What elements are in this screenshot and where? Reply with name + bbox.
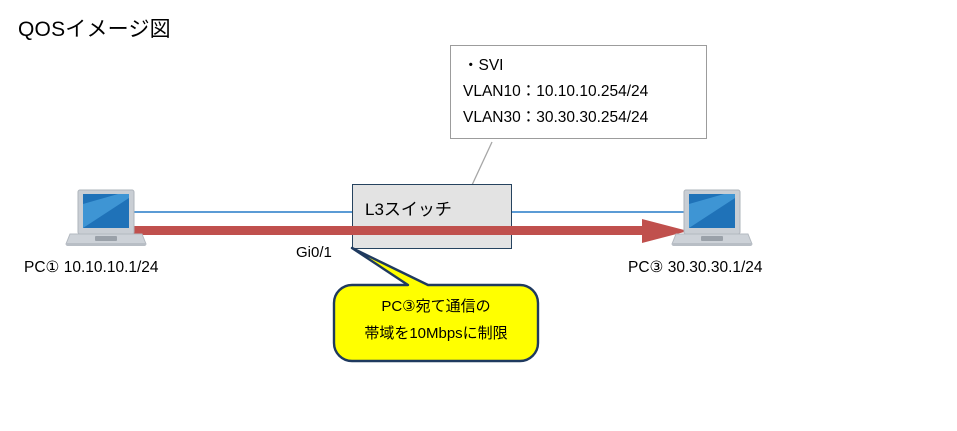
callout-line-1: PC③宛て通信の	[381, 298, 491, 315]
pc1-label: PC① 10.10.10.1/24	[24, 259, 159, 276]
svi-line-vlan30: VLAN30：30.30.30.254/24	[463, 109, 649, 126]
port-label-gi01: Gi0/1	[296, 244, 332, 261]
laptop-icon-pc3	[670, 188, 754, 250]
link-line-pc1-to-switch	[122, 211, 354, 213]
l3-switch-label: L3スイッチ	[365, 200, 452, 219]
pc3-label: PC③ 30.30.30.1/24	[628, 259, 763, 276]
svi-info-text: ・SVI VLAN10：10.10.10.254/24 VLAN30：30.30…	[463, 53, 648, 131]
l3-switch-node: L3スイッチ	[352, 184, 512, 249]
qos-policy-callout: PC③宛て通信の 帯域を10Mbpsに制限	[330, 243, 542, 365]
callout-text: PC③宛て通信の 帯域を10Mbpsに制限	[330, 293, 542, 347]
svi-line-title: ・SVI	[463, 57, 504, 74]
svi-line-vlan10: VLAN10：10.10.10.254/24	[463, 83, 649, 100]
link-line-switch-to-pc3	[510, 211, 690, 213]
page-title: QOSイメージ図	[18, 18, 171, 41]
laptop-icon-pc1	[64, 188, 148, 250]
callout-line-2: 帯域を10Mbpsに制限	[364, 325, 508, 342]
svi-info-box: ・SVI VLAN10：10.10.10.254/24 VLAN30：30.30…	[450, 45, 707, 139]
callout-shape	[332, 246, 540, 363]
